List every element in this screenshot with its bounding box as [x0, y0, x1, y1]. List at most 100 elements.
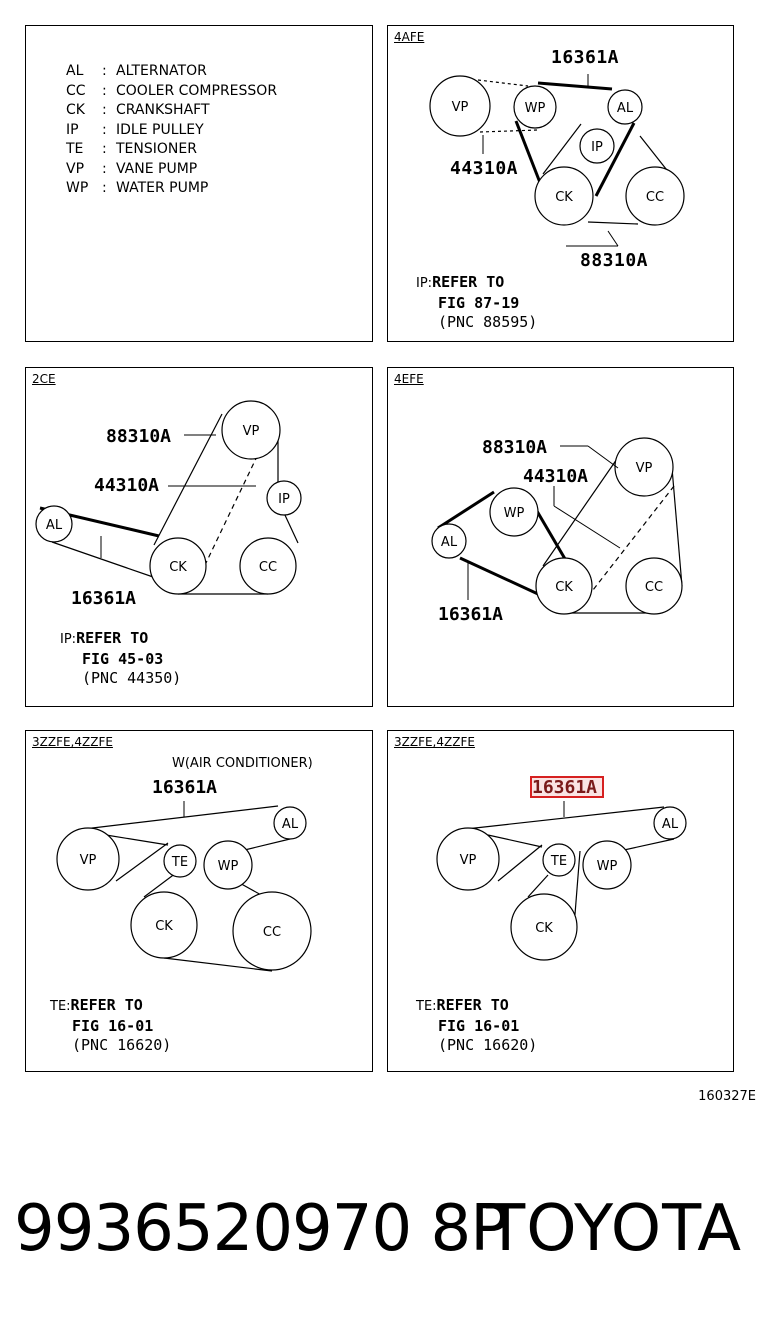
pulley-vp [429, 75, 491, 137]
pulley-ck [149, 537, 207, 595]
label-ip: IP [278, 492, 290, 507]
belt-diagram-4afe: VP WP AL IP CK CC 16361A 44310A 88310A [429, 47, 685, 271]
legend-name: VANE PUMP [116, 160, 198, 177]
footer: 9936520970 8P TOYOTA [0, 1192, 760, 1282]
legend-separator: : [102, 121, 107, 138]
part-16361a: 16361A [71, 588, 136, 609]
belt-diagram-3zzfe: AL VP TE WP CK 16361A [436, 776, 687, 961]
legend-row: CK: CRANKSHAFT [66, 101, 277, 121]
ref-prefix: TE: [50, 999, 71, 1014]
label-al: AL [282, 817, 299, 832]
ref-line1: REFER TO [432, 273, 505, 291]
legend-row: TE: TENSIONER [66, 140, 277, 160]
pulley-cc [625, 557, 683, 615]
ref-line1: REFER TO [70, 996, 143, 1014]
panel-title: 3ZZFE,4ZZFE [32, 735, 113, 749]
panel-2ce: 2CE VP IP AL CK CC [25, 367, 373, 707]
label-wp: WP [218, 859, 239, 874]
label-al: AL [662, 817, 679, 832]
reference-note: TE:REFER TO FIG 16-01 (PNC 16620) [50, 996, 171, 1056]
ref-line2: FIG 16-01 [72, 1016, 154, 1035]
label-vp: VP [243, 424, 260, 439]
legend-name: CRANKSHAFT [116, 102, 210, 118]
panel-4afe: 4AFE VP WP AL IP CK CC [387, 25, 734, 342]
label-te: TE [550, 854, 567, 869]
legend-abbr: WP [66, 180, 89, 196]
part-44310a: 44310A [94, 475, 159, 496]
label-cc: CC [646, 190, 664, 205]
label-vp: VP [460, 853, 477, 868]
legend-abbr: TE [66, 141, 84, 157]
panel-4efe: 4EFE VP WP AL CK CC [387, 367, 734, 707]
ref-line2: FIG 87-19 [438, 293, 520, 312]
pulley-al [35, 505, 73, 543]
highlight-box [530, 776, 604, 798]
label-cc: CC [259, 560, 277, 575]
ref-line1: REFER TO [76, 629, 149, 647]
label-ck: CK [169, 560, 187, 575]
part-88310a: 88310A [106, 426, 171, 447]
pulley-vp [56, 827, 120, 891]
legend-row: IP: IDLE PULLEY [66, 121, 277, 141]
legend-separator: : [102, 102, 107, 118]
part-88310a: 88310A [482, 437, 547, 458]
ref-line2: FIG 16-01 [438, 1016, 520, 1035]
ref-line3: (PNC 88595) [438, 313, 538, 331]
label-cc: CC [263, 925, 281, 940]
ref-line1: REFER TO [436, 996, 509, 1014]
part-16361a: 16361A [551, 47, 619, 68]
belt-diagram-4efe: VP WP AL CK CC 88310A 44310A 16361A [431, 437, 683, 625]
legend-row: VP: VANE PUMP [66, 160, 277, 180]
variant-note: W(AIR CONDITIONER) [172, 756, 313, 771]
legend-separator: : [102, 180, 107, 196]
legend-abbr: VP [66, 160, 85, 177]
ref-line3: (PNC 44350) [82, 669, 182, 687]
legend-separator: : [102, 63, 107, 79]
label-ck: CK [155, 919, 173, 934]
pulley-ck [510, 893, 578, 961]
ref-line3: (PNC 16620) [72, 1036, 172, 1054]
footer-brand: TOYOTA [486, 1192, 742, 1266]
pulley-al [273, 806, 307, 840]
reference-note: IP:REFER TO FIG 45-03 (PNC 44350) [60, 629, 181, 689]
pulley-al [607, 89, 643, 125]
label-vp: VP [80, 853, 97, 868]
pulley-wp [582, 840, 632, 890]
footer-part-number: 9936520970 8P [14, 1192, 509, 1266]
part-44310a: 44310A [523, 466, 588, 487]
ref-prefix: IP: [416, 276, 433, 291]
legend-abbr: CK [66, 102, 85, 118]
legend-row: AL:ALTERNATOR [66, 62, 277, 82]
legend-abbr: CC [66, 82, 86, 99]
legend-separator: : [102, 141, 107, 157]
label-cc: CC [645, 580, 663, 595]
legend-separator: : [102, 160, 107, 177]
panel-title: 3ZZFE,4ZZFE [394, 735, 475, 749]
part-44310a: 44310A [450, 158, 518, 179]
label-ck: CK [555, 190, 573, 205]
label-vp: VP [452, 100, 469, 115]
pulley-ip [579, 128, 615, 164]
pulley-ck [535, 557, 593, 615]
ref-prefix: TE: [416, 999, 437, 1014]
legend-abbr: IP [66, 121, 79, 138]
label-wp: WP [525, 101, 546, 116]
label-ck: CK [555, 580, 573, 595]
ref-line2: FIG 45-03 [82, 649, 164, 668]
label-al: AL [46, 518, 63, 533]
pulley-te [542, 843, 576, 877]
legend-name: IDLE PULLEY [116, 121, 204, 138]
legend-name: TENSIONER [116, 141, 197, 157]
ref-line3: (PNC 16620) [438, 1036, 538, 1054]
pulley-cc [232, 891, 312, 971]
pulley-wp [489, 487, 539, 537]
pulley-vp [221, 400, 281, 460]
panel-3zzfe: 3ZZFE,4ZZFE AL VP TE WP CK [387, 730, 734, 1072]
pulley-cc [625, 166, 685, 226]
pulley-wp [513, 85, 557, 129]
label-te: TE [171, 855, 188, 870]
part-16361a: 16361A [438, 604, 503, 625]
belt-diagram-2ce: VP IP AL CK CC 88310A 44310A 16361A [35, 400, 302, 609]
